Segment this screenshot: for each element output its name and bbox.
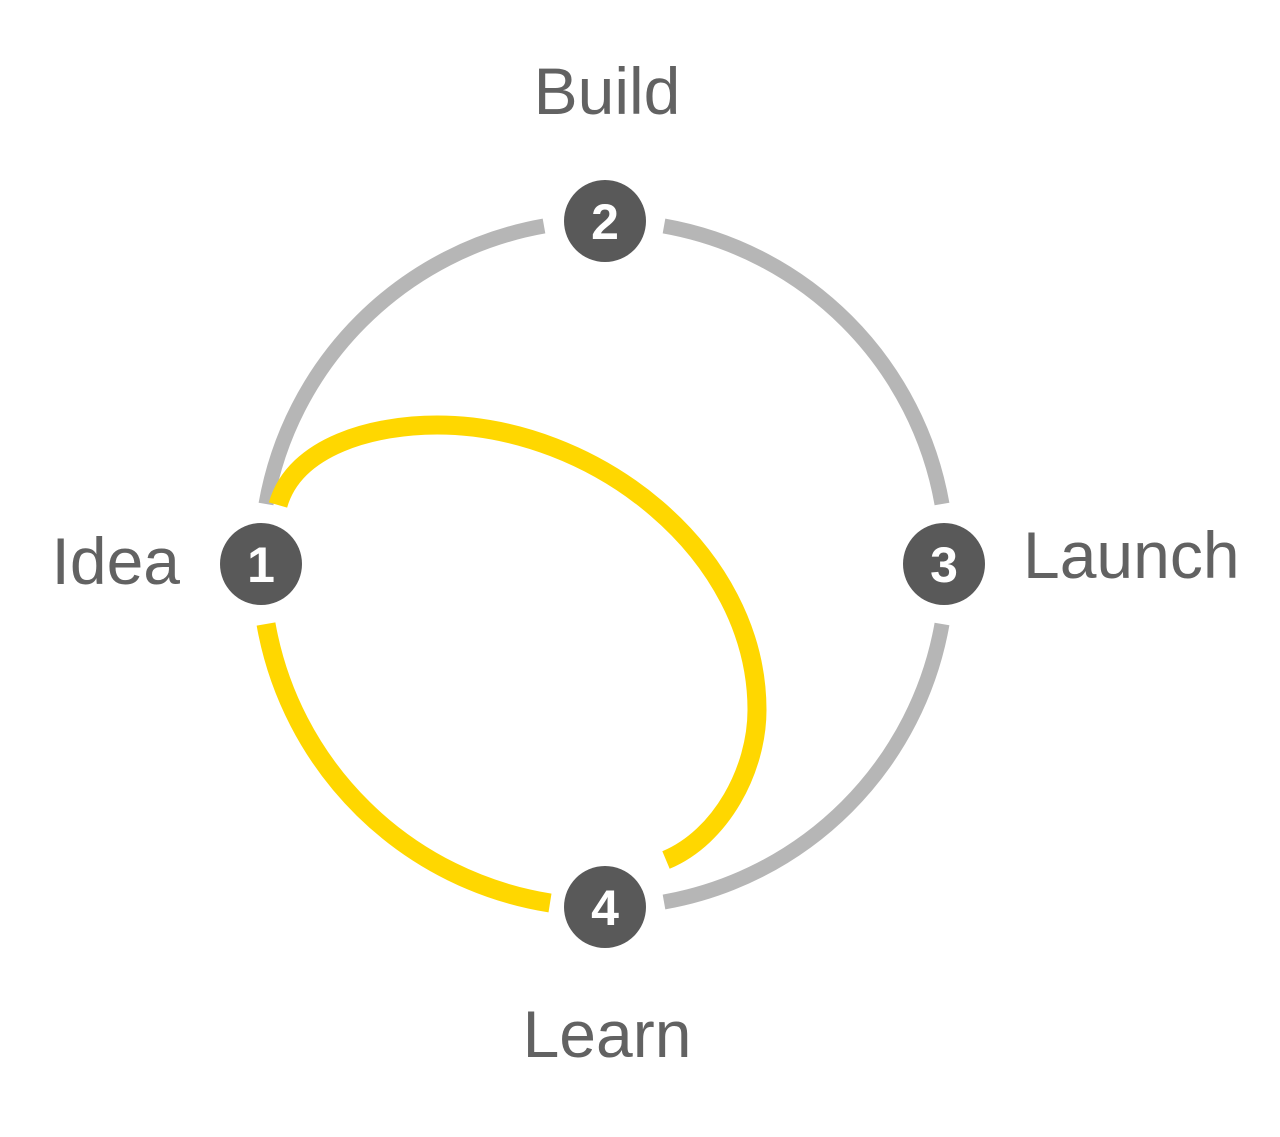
- label-launch: Launch: [1023, 518, 1240, 592]
- arc-build-to-launch: [662, 218, 950, 506]
- node-idea-number: 1: [247, 537, 275, 593]
- node-idea: 1: [220, 523, 302, 605]
- yellow-arc-idea-to-learn: [256, 622, 552, 913]
- label-learn: Learn: [522, 997, 692, 1071]
- node-launch-number: 3: [930, 537, 958, 593]
- node-learn-number: 4: [591, 880, 619, 936]
- label-idea: Idea: [51, 524, 180, 598]
- arc-idea-to-build: [258, 218, 546, 506]
- node-build-number: 2: [591, 194, 619, 250]
- node-launch-circle: [903, 523, 985, 605]
- yellow-loop-interior-arc: [268, 415, 767, 869]
- node-launch: 3: [903, 523, 985, 605]
- node-idea-circle: [220, 523, 302, 605]
- arc-launch-to-learn: [662, 622, 950, 910]
- label-build: Build: [533, 54, 681, 128]
- node-build: 2: [564, 180, 646, 262]
- node-learn-circle: [564, 866, 646, 948]
- node-learn: 4: [564, 866, 646, 948]
- node-build-circle: [564, 180, 646, 262]
